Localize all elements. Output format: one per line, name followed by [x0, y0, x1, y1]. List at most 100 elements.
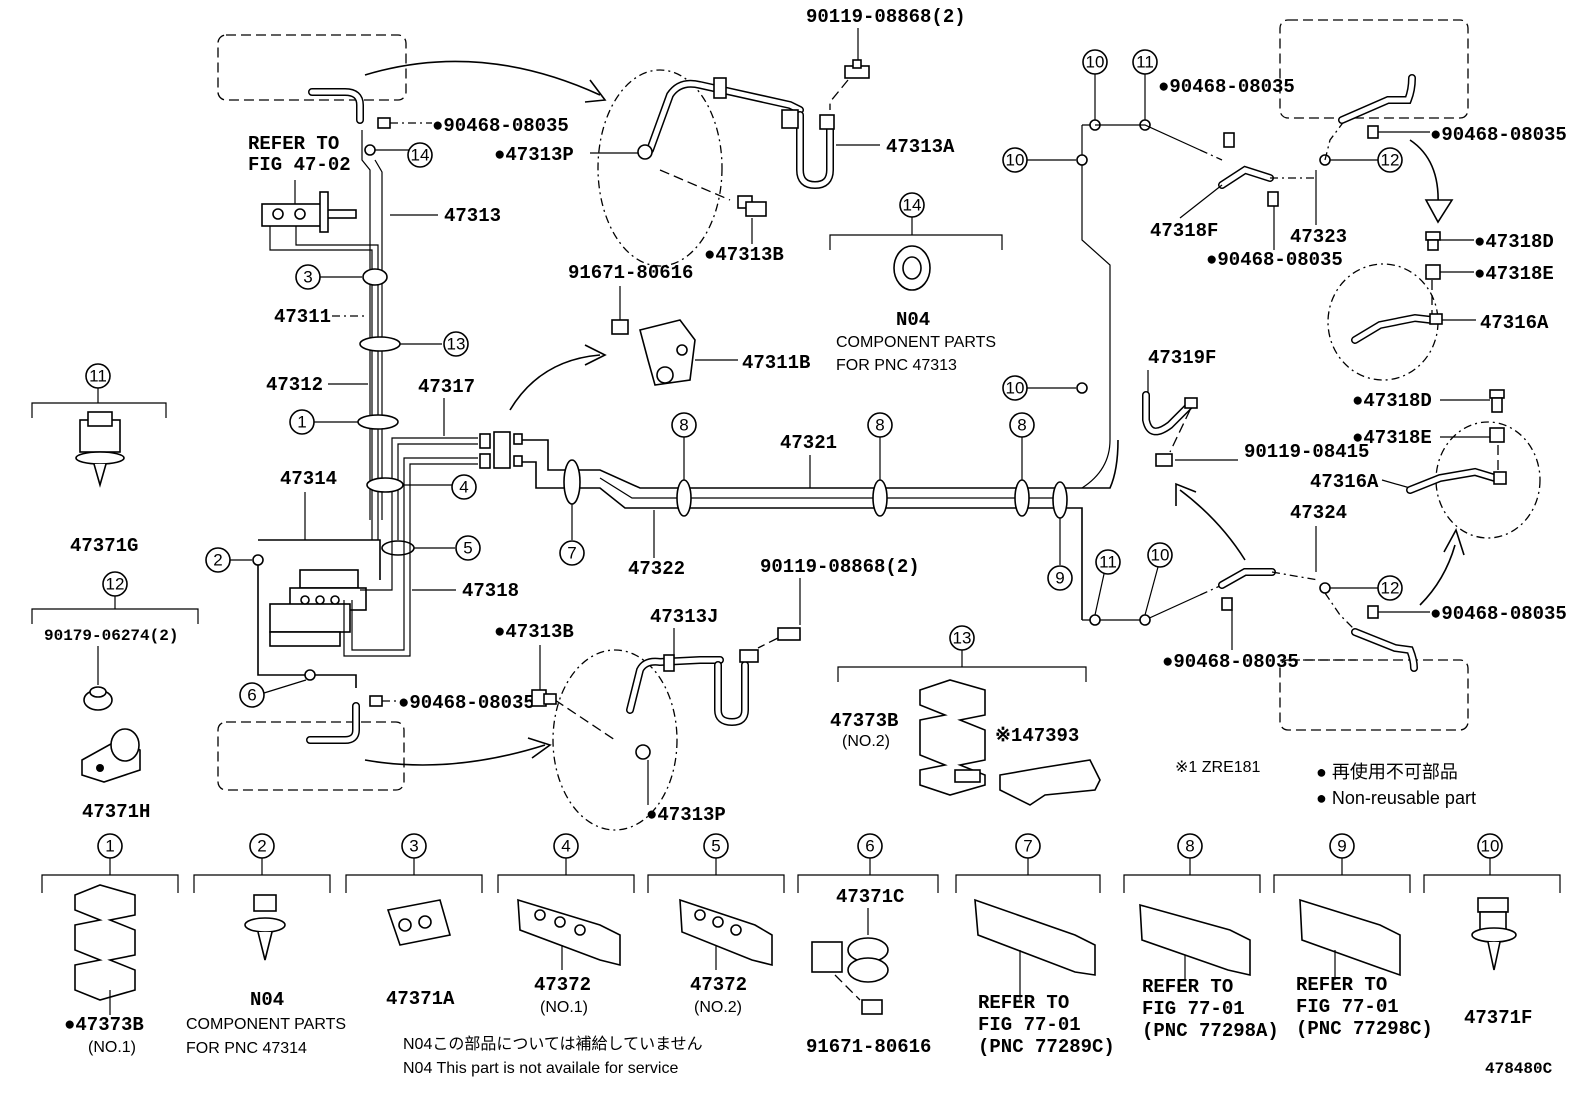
label-90468-08035-e: ●90468-08035	[1430, 124, 1567, 146]
union-fitting	[479, 431, 523, 469]
b6-label: 91671-80616	[806, 1036, 931, 1058]
callout-14-b: 14	[899, 192, 925, 218]
svg-text:10: 10	[1006, 151, 1025, 170]
label-90468-08035-a: ●90468-08035	[432, 115, 569, 137]
label-47323: 47323	[1290, 226, 1347, 248]
svg-text:7: 7	[1023, 837, 1032, 856]
callout-13-a: 13	[443, 331, 469, 357]
label-component-parts-a: COMPONENT PARTS	[836, 334, 996, 351]
svg-text:10: 10	[1006, 379, 1025, 398]
dashdot-circle-front-top	[597, 69, 723, 267]
svg-text:7: 7	[567, 544, 576, 563]
callout-12-c: 12	[102, 571, 128, 597]
svg-text:11: 11	[1136, 53, 1154, 72]
b9-l2: FIG 77-01	[1296, 996, 1399, 1018]
svg-text:4: 4	[561, 837, 570, 856]
bolt-47318D-a	[1425, 231, 1441, 251]
label-47322: 47322	[628, 558, 685, 580]
b9-l3: (PNC 77298C)	[1296, 1018, 1433, 1040]
callout-1: 1	[289, 409, 315, 435]
b1-label: ●47373B	[64, 1014, 144, 1036]
label-47316A-a: 47316A	[1480, 312, 1549, 334]
b10-label: 47371F	[1464, 1007, 1532, 1029]
label-90119-08868-b: 90119-08868(2)	[760, 556, 920, 578]
label-47313B-a: ●47313B	[704, 244, 784, 266]
bolt-top	[844, 59, 870, 79]
label-147393: ※147393	[995, 725, 1079, 747]
b2-sub2: FOR PNC 47314	[186, 1040, 307, 1057]
callout-10-b: 10	[1002, 147, 1028, 173]
label-47318E-a: ●47318E	[1474, 263, 1554, 285]
callout-12-a: 12	[1377, 147, 1403, 173]
svg-text:8: 8	[1185, 837, 1194, 856]
label-47318: 47318	[462, 580, 519, 602]
svg-text:8: 8	[679, 416, 688, 435]
b9-l1: REFER TO	[1296, 974, 1387, 996]
callout-box-bottom-left	[217, 721, 405, 791]
svg-text:2: 2	[257, 837, 266, 856]
legend-non-reusable-jp: ● 再使用不可部品	[1316, 762, 1458, 782]
figure-code: 478480C	[1485, 1060, 1553, 1078]
callout-10-a: 10	[1082, 49, 1108, 75]
label-47312: 47312	[266, 374, 323, 396]
svg-text:5: 5	[711, 837, 720, 856]
label-47313A: 47313A	[886, 136, 955, 158]
svg-text:14: 14	[903, 196, 922, 215]
bolt-90119-08415	[1155, 453, 1173, 467]
svg-text:12: 12	[1381, 579, 1400, 598]
svg-text:12: 12	[1381, 151, 1400, 170]
b7-l3: (PNC 77289C)	[978, 1036, 1115, 1058]
legend-non-reusable-en: ● Non-reusable part	[1316, 788, 1476, 808]
svg-text:6: 6	[865, 837, 874, 856]
callout-5: 5	[455, 535, 481, 561]
bolt-47313B-a	[737, 195, 767, 217]
callout-11-b: 11	[1095, 549, 1121, 575]
bottom-item-1: 1 ●47373B (NO.1)	[41, 833, 179, 1056]
svg-text:10: 10	[1151, 546, 1170, 565]
callout-13-b: 13	[949, 625, 975, 651]
label-47318E-b: ●47318E	[1352, 427, 1432, 449]
label-47311B: 47311B	[742, 352, 810, 374]
callout-7: 7	[559, 540, 585, 566]
svg-text:1: 1	[297, 413, 306, 432]
b6-top: 47371C	[836, 886, 904, 908]
svg-text:14: 14	[411, 146, 430, 165]
bottom-item-8: 8 REFER TO FIG 77-01 (PNC 77298A)	[1123, 833, 1279, 1042]
callout-3: 3	[295, 264, 321, 290]
bolt-47318D-b	[1489, 389, 1505, 413]
b5-sub: (NO.2)	[694, 999, 742, 1016]
label-90468-08035-c: ●90468-08035	[1158, 76, 1295, 98]
svg-text:11: 11	[89, 367, 107, 386]
callout-11-a: 11	[1132, 49, 1158, 75]
label-no2-mid: (NO.2)	[842, 733, 890, 750]
b2-label: N04	[250, 989, 284, 1011]
label-47318D-a: ●47318D	[1474, 231, 1554, 253]
label-47319F: 47319F	[1148, 347, 1216, 369]
bracket-47311B	[611, 319, 696, 386]
bottom-item-10: 10 47371F	[1423, 833, 1561, 1029]
svg-text:12: 12	[106, 575, 125, 594]
callout-14-a: 14	[407, 142, 433, 168]
clip-47373B-no2	[919, 679, 986, 796]
clip-47371G	[75, 411, 125, 488]
svg-text:5: 5	[463, 539, 472, 558]
pipe-top-left	[308, 88, 364, 124]
b8-l3: (PNC 77298A)	[1142, 1020, 1279, 1042]
svg-text:8: 8	[875, 416, 884, 435]
bottom-item-7: 7 REFER TO FIG 77-01 (PNC 77289C)	[955, 833, 1115, 1058]
label-47324: 47324	[1290, 502, 1347, 524]
svg-text:9: 9	[1337, 837, 1346, 856]
callout-10-d: 10	[1147, 542, 1173, 568]
note-en: N04 This part is not availale for servic…	[403, 1060, 678, 1077]
label-fig-47-02: FIG 47-02	[248, 154, 351, 176]
master-cylinder	[261, 191, 357, 233]
label-zre181: ※1 ZRE181	[1175, 759, 1261, 776]
label-90468-08035-f: ●90468-08035	[1162, 651, 1299, 673]
svg-text:2: 2	[213, 551, 222, 570]
label-N04-a: N04	[896, 309, 930, 331]
callout-8-b: 8	[867, 412, 893, 438]
bottom-item-9: 9 REFER TO FIG 77-01 (PNC 77298C)	[1273, 833, 1433, 1040]
label-90119-08415: 90119-08415	[1244, 441, 1369, 463]
callout-12-b: 12	[1377, 575, 1403, 601]
